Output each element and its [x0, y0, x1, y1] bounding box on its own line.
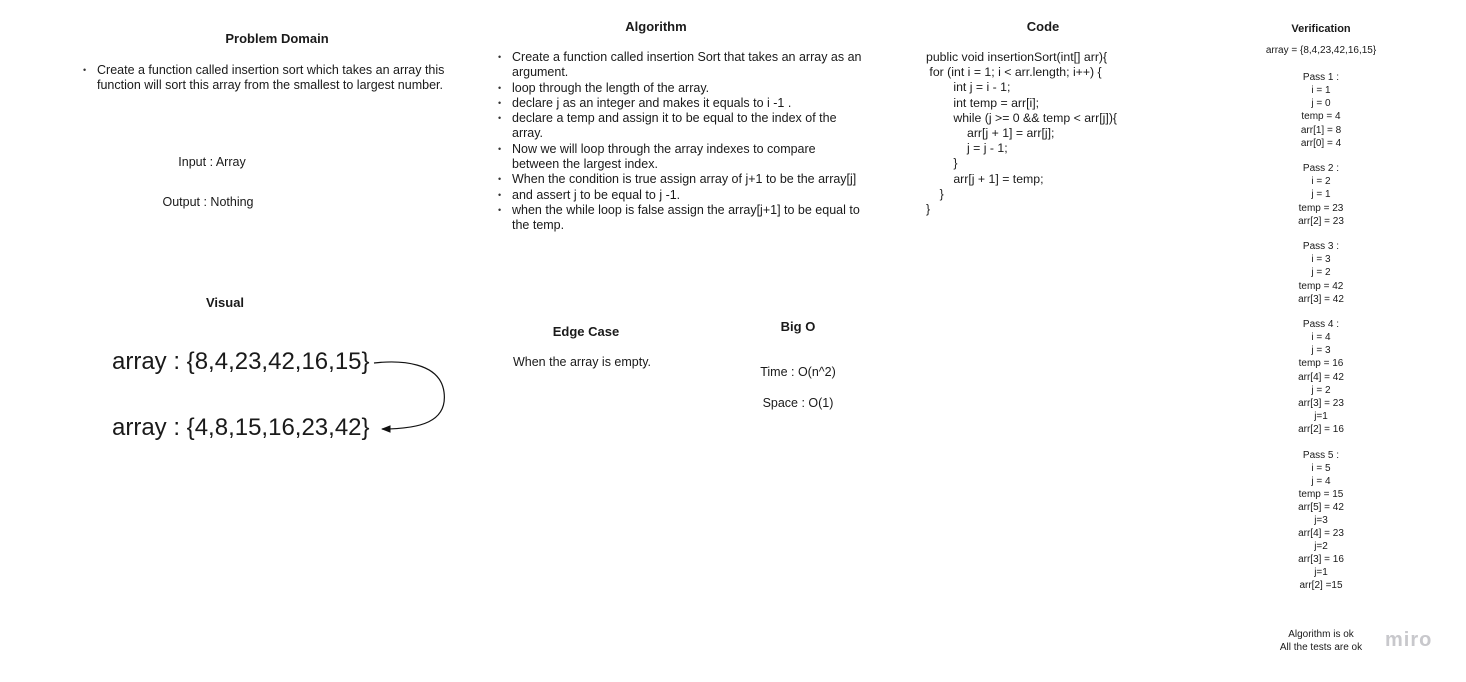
verification-pass-4: Pass 4 : i = 4 j = 3 temp = 16 arr[4] = … — [1241, 318, 1401, 436]
verification-result-2: All the tests are ok — [1279, 642, 1363, 653]
code-title: Code — [1026, 19, 1060, 34]
input-label: Input : Array — [178, 155, 246, 169]
pass-line: i = 5 — [1311, 462, 1331, 474]
problem-domain-title: Problem Domain — [225, 31, 329, 46]
visual-array-before: array : {8,4,23,42,16,15} — [112, 348, 370, 375]
verification-pass-5: Pass 5 : i = 5 j = 4 temp = 15 arr[5] = … — [1241, 449, 1401, 593]
verification-column: Verification array = {8,4,23,42,16,15} P… — [1241, 23, 1401, 605]
pass-line: j = 2 — [1311, 384, 1331, 396]
pass-line: temp = 23 — [1298, 202, 1344, 214]
pass-line: j = 4 — [1311, 475, 1331, 487]
pass-line: arr[5] = 42 — [1298, 501, 1344, 513]
big-o-time: Time : O(n^2) — [760, 365, 836, 379]
pass-line: arr[0] = 4 — [1300, 137, 1342, 149]
code-line: arr[j + 1] = temp; — [926, 171, 1044, 186]
pass-line: j=2 — [1314, 541, 1328, 553]
verification-title: Verification — [1291, 23, 1351, 35]
pass-line: Pass 2 : — [1302, 163, 1340, 175]
pass-line: temp = 15 — [1298, 488, 1344, 500]
pass-line: arr[3] = 16 — [1298, 554, 1344, 566]
verification-pass-3: Pass 3 : i = 3 j = 2 temp = 42 arr[3] = … — [1241, 240, 1401, 305]
edge-case-text: When the array is empty. — [512, 355, 651, 369]
pass-line: Pass 1 : — [1302, 72, 1340, 84]
sort-arrow-connector — [373, 361, 445, 433]
output-label: Output : Nothing — [162, 195, 254, 209]
pass-line: Pass 5 : — [1302, 449, 1340, 461]
code-line: } — [926, 186, 944, 201]
pass-line: arr[2] = 23 — [1298, 215, 1344, 227]
pass-line: arr[4] = 42 — [1298, 371, 1344, 383]
pass-line: Pass 3 : — [1302, 241, 1340, 253]
algorithm-list: Create a function called insertion Sort … — [498, 50, 866, 234]
pass-line: Pass 4 : — [1302, 319, 1340, 331]
pass-line: arr[2] =15 — [1299, 580, 1343, 592]
code-line: } — [926, 156, 958, 171]
pass-line: arr[1] = 8 — [1300, 124, 1342, 136]
edge-case-title: Edge Case — [552, 324, 620, 339]
visual-title: Visual — [205, 295, 245, 310]
verification-pass-2: Pass 2 : i = 2 j = 1 temp = 23 arr[2] = … — [1241, 162, 1401, 227]
algorithm-step: and assert j to be equal to j -1. — [498, 188, 866, 204]
pass-line: arr[2] = 16 — [1298, 423, 1344, 435]
code-line: j = j - 1; — [926, 141, 1008, 156]
big-o-space: Space : O(1) — [762, 396, 834, 410]
miro-logo: miro — [1385, 629, 1433, 651]
code-line: } — [926, 202, 931, 217]
pass-line: j=1 — [1314, 567, 1328, 579]
pass-line: i = 3 — [1311, 254, 1331, 266]
pass-line: i = 4 — [1311, 332, 1331, 344]
visual-array-after: array : {4,8,15,16,23,42} — [112, 414, 370, 441]
pass-line: j = 0 — [1311, 98, 1331, 110]
algorithm-step: Create a function called insertion Sort … — [498, 50, 866, 81]
algorithm-step: loop through the length of the array. — [498, 81, 866, 97]
algorithm-step: Now we will loop through the array index… — [498, 142, 866, 173]
code-line: for (int i = 1; i < arr.length; i++) { — [926, 65, 1102, 80]
pass-line: arr[3] = 42 — [1298, 293, 1344, 305]
problem-domain-list: Create a function called insertion sort … — [83, 63, 455, 94]
algorithm-step: when the while loop is false assign the … — [498, 203, 866, 234]
pass-line: temp = 16 — [1298, 358, 1344, 370]
code-block: public void insertionSort(int[] arr){ fo… — [926, 50, 1117, 217]
algorithm-step: declare j as an integer and makes it equ… — [498, 96, 866, 112]
pass-line: arr[3] = 23 — [1298, 397, 1344, 409]
pass-line: j = 2 — [1311, 267, 1331, 279]
verification-array: array = {8,4,23,42,16,15} — [1265, 45, 1377, 57]
code-line: while (j >= 0 && temp < arr[j]){ — [926, 110, 1118, 125]
pass-line: arr[4] = 23 — [1298, 528, 1344, 540]
pass-line: i = 1 — [1311, 85, 1331, 97]
pass-line: temp = 4 — [1301, 111, 1341, 123]
algorithm-step: When the condition is true assign array … — [498, 172, 866, 188]
pass-line: j = 1 — [1311, 189, 1331, 201]
pass-line: j=3 — [1314, 515, 1328, 526]
problem-domain-bullet: Create a function called insertion sort … — [83, 63, 455, 94]
big-o-title: Big O — [780, 319, 816, 334]
code-line: int j = i - 1; — [926, 80, 1011, 95]
algorithm-title: Algorithm — [625, 19, 687, 34]
verification-result-1: Algorithm is ok — [1288, 629, 1354, 640]
verification-pass-1: Pass 1 : i = 1 j = 0 temp = 4 arr[1] = 8… — [1241, 71, 1401, 150]
pass-line: j=1 — [1314, 410, 1328, 422]
code-line: public void insertionSort(int[] arr){ — [926, 50, 1108, 64]
pass-line: i = 2 — [1311, 176, 1331, 188]
code-line: int temp = arr[i]; — [926, 95, 1040, 110]
pass-line: temp = 42 — [1298, 280, 1344, 292]
pass-line: j = 3 — [1311, 345, 1331, 357]
algorithm-step: declare a temp and assign it to be equal… — [498, 111, 866, 142]
code-line: arr[j + 1] = arr[j]; — [926, 126, 1055, 141]
